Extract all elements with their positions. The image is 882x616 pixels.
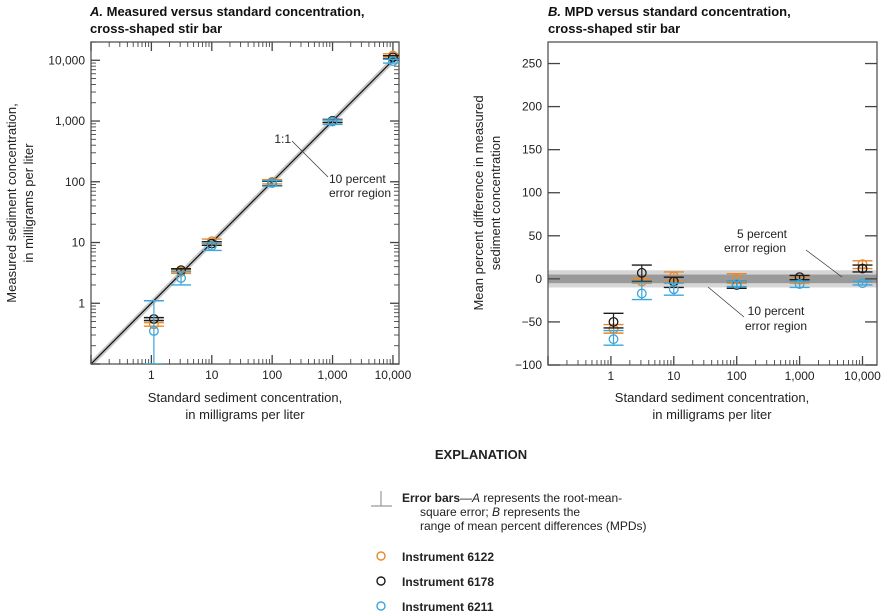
panel-b-xlabel-line1: Standard sediment concentration, (615, 390, 809, 405)
data-point (267, 177, 278, 188)
legend-item: Instrument 6122 (376, 550, 494, 564)
panel-a-y-tick-label: 100 (65, 175, 85, 189)
data-point (176, 273, 187, 284)
panel-b-ylabel-line1: Mean percent difference in measured (471, 95, 486, 310)
panel-a-xlabel-line2: in milligrams per liter (185, 407, 305, 422)
panel-a-title: A. Measured versus standard concentratio… (89, 4, 365, 19)
panel-a-title-line2: cross-shaped stir bar (90, 21, 222, 36)
panel-a-xlabel-line1: Standard sediment concentration, (148, 390, 342, 405)
panel-b-y-tick-label: −50 (522, 315, 543, 329)
panel-b-xlabel-line2: in milligrams per liter (652, 407, 772, 422)
panel-a-y-tick-label: 10,000 (48, 53, 85, 67)
data-point (794, 279, 805, 289)
data-point (857, 263, 868, 274)
error-bars-description-line3: range of mean percent differences (MPDs) (420, 519, 647, 533)
legend-marker-icon (376, 601, 386, 611)
legend-item: Instrument 6211 (376, 600, 494, 614)
panel-b-y-tick-label: 0 (535, 272, 542, 286)
data-point (327, 116, 338, 127)
data-point (636, 288, 647, 299)
ten-percent-label-line1: 10 percent (748, 304, 805, 318)
panel-a-x-tick-label: 10,000 (375, 368, 412, 382)
panel-a-one-to-one-line (91, 53, 399, 364)
explanation: EXPLANATION Error bars—A represents the … (371, 447, 647, 614)
panel-b-y-tick-label: 50 (529, 229, 543, 243)
panel-b-y-tick-label: 250 (522, 57, 542, 71)
five-percent-label-line1: 5 percent (737, 227, 788, 241)
panel-b-y-tick-label: 100 (522, 186, 542, 200)
panel-a-series-6211 (143, 56, 399, 364)
panel-b-y-tick-label: 200 (522, 100, 542, 114)
legend-label: Instrument 6178 (402, 575, 494, 589)
panel-b-x-tick-label: 1 (608, 369, 615, 383)
panel-b-x-tick-label: 1,000 (785, 369, 815, 383)
panel-b-x-tick-label: 10,000 (844, 369, 881, 383)
panel-b-title-line1: MPD versus standard concentration, (561, 4, 791, 19)
panel-a-y-tick-label: 10 (72, 236, 86, 250)
ten-percent-label-line2: error region (745, 319, 807, 333)
panel-b-series-6211 (603, 278, 873, 346)
panel-a-letter: A. (89, 4, 103, 19)
panel-b-title-line2: cross-shaped stir bar (548, 21, 680, 36)
panel-b-title: B. MPD versus standard concentration, (548, 4, 791, 19)
one-to-one-label: 1:1 (274, 132, 291, 146)
panel-b-ylabel-line2: sediment concentration (488, 136, 503, 270)
panel-a-plot: 1 10 100 1,000 10,000 1 10 100 1,000 10,000 (48, 41, 412, 382)
data-point (148, 326, 159, 336)
legend-marker-icon (376, 551, 386, 561)
data-point (731, 279, 742, 289)
legend-label: Instrument 6122 (402, 550, 494, 564)
data-point (608, 316, 619, 327)
five-percent-label-line2: error region (724, 241, 786, 255)
error-bar-icon (371, 491, 392, 507)
panel-a-ylabel-line1: Measured sediment concentration, (4, 103, 19, 302)
data-point (387, 56, 398, 67)
panel-a-x-tick-label: 1,000 (318, 368, 348, 382)
panel-a-region-label-line2: error region (329, 186, 391, 200)
panel-b-x-tick-label: 10 (667, 369, 681, 383)
panel-b-error-band-5 (548, 274, 877, 284)
panel-a-plot-frame (90, 41, 400, 365)
explanation-heading: EXPLANATION (435, 447, 527, 462)
panel-a-title-line1: Measured versus standard concentration, (103, 4, 365, 19)
legend-label: Instrument 6211 (402, 600, 494, 614)
panel-a-ylabel-line2: in milligrams per liter (21, 143, 36, 263)
panel-a-y-tick-label: 1,000 (55, 114, 85, 128)
panel-b-plot: 1 10 100 1,000 10,000 −100 −50 0 50 100 150 200 250 (515, 41, 881, 383)
ten-percent-leader (707, 286, 745, 318)
data-point (668, 284, 679, 295)
panel-a-y-tick-label: 1 (78, 296, 85, 310)
data-point (636, 267, 647, 278)
panel-b-y-tick-label: −100 (515, 358, 542, 372)
error-bars-description-line2: square error; B represents the (420, 505, 580, 519)
data-point (857, 278, 868, 289)
panel-a-x-tick-label: 100 (262, 368, 282, 382)
legend-marker-icon (376, 576, 386, 586)
panel-a-region-label-line1: 10 percent (329, 172, 386, 186)
one-to-one-leader (291, 140, 329, 178)
panel-a-x-tick-label: 1 (148, 368, 155, 382)
five-percent-leader (805, 249, 843, 278)
panel-a-x-tick-label: 10 (205, 368, 219, 382)
panel-b-plot-frame (547, 41, 878, 366)
data-point (608, 334, 619, 345)
legend-item: Instrument 6178 (376, 575, 494, 589)
data-point (206, 240, 217, 251)
error-bars-description-line1: Error bars—A represents the root-mean- (402, 491, 622, 505)
panel-b-letter: B. (548, 4, 561, 19)
panel-b-x-tick-label: 100 (727, 369, 747, 383)
panel-b-y-tick-label: 150 (522, 143, 542, 157)
